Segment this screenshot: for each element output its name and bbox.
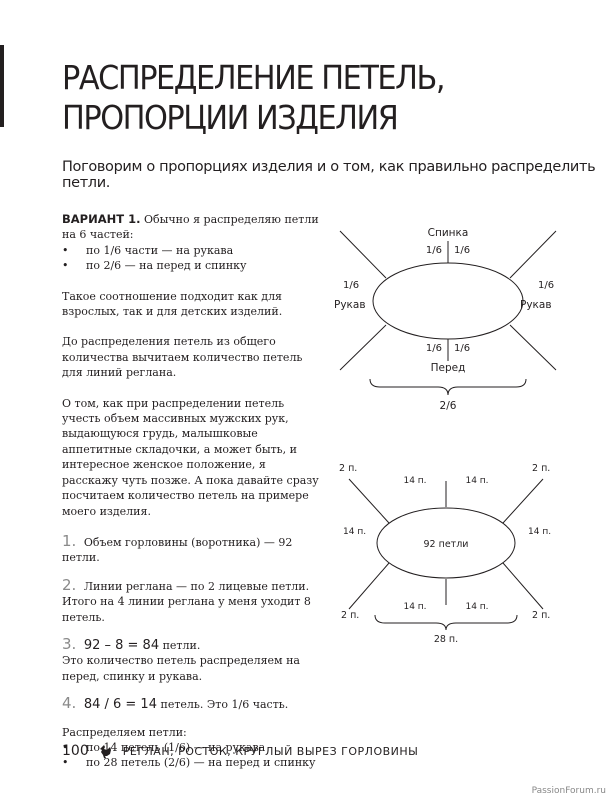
label-part: 14 п. (403, 602, 426, 612)
step-number: 2. (62, 575, 77, 594)
raglan-line (339, 324, 387, 371)
step-text: Это количество петель распределяем на пе… (62, 654, 300, 683)
step-formula: 84 / 6 = 14 (83, 697, 157, 713)
neckline-ellipse (372, 262, 524, 340)
paragraph: Такое соотношение подходит как для взрос… (62, 289, 283, 319)
label-sixth: 1/6 (454, 343, 470, 354)
distribute-list: по 14 петель (1/6) — на рукава по 28 пет… (62, 740, 324, 771)
raglan-line (339, 230, 387, 279)
step-text: Линии реглана — по 2 лицевые петли. Итог… (62, 579, 311, 624)
label-sixth: 1/6 (426, 343, 442, 354)
label-part: 14 п. (343, 527, 366, 537)
rooster-icon (99, 745, 111, 758)
label-sixth: 1/6 (454, 245, 470, 256)
list-item: по 2/6 — на перед и спинку (62, 258, 324, 274)
step-4: 4. 84 / 6 = 14 петель. Это 1/6 часть. (62, 694, 324, 713)
label-sixth: 1/6 (426, 245, 442, 256)
step-number: 3. (62, 634, 77, 653)
label-back: Спинка (428, 227, 469, 239)
list-item: по 28 петель (2/6) — на перед и спинку (62, 755, 324, 771)
step-rest: петель. Это 1/6 часть. (160, 698, 289, 712)
variant-intro: ВАРИАНТ 1. Обычно я распределяю петли на… (62, 212, 324, 243)
lead-text: Поговорим о пропорциях изделия и о том, … (62, 159, 596, 191)
label-sixth: 1/6 (343, 280, 359, 291)
raglan-line (348, 562, 390, 610)
list-item: по 1/6 части — на рукава (62, 243, 324, 259)
label-raglan: 2 п. (339, 463, 357, 474)
label-part: 14 п. (465, 602, 488, 612)
page-footer: 100 РЕГЛАН, РОСТОК, КРУГЛЫЙ ВЫРЕЗ ГОРЛОВ… (62, 743, 418, 759)
label-sleeve-right: Рукав (520, 299, 552, 311)
label-part: 14 п. (465, 476, 488, 486)
label-part: 14 п. (528, 527, 551, 537)
label-sixth: 1/6 (538, 280, 554, 291)
title-line-1: РАСПРЕДЕЛЕНИЕ ПЕТЕЛЬ, (62, 58, 446, 97)
step-1: 1. Объем горловины (воротника) — 92 петл… (62, 531, 324, 566)
chapter-title: РЕГЛАН, РОСТОК, КРУГЛЫЙ ВЫРЕЗ ГОРЛОВИНЫ (122, 744, 419, 758)
label-front: Перед (431, 362, 466, 374)
page-title: РАСПРЕДЕЛЕНИЕ ПЕТЕЛЬ, ПРОПОРЦИИ ИЗДЕЛИЯ (62, 58, 522, 138)
variant-heading: ВАРИАНТ 1. (62, 212, 141, 226)
label-raglan: 2 п. (341, 610, 359, 621)
step-number: 1. (62, 531, 77, 550)
label-raglan: 2 п. (532, 610, 550, 621)
title-line-2: ПРОПОРЦИИ ИЗДЕЛИЯ (62, 98, 399, 137)
label-raglan: 2 п. (532, 463, 550, 474)
step-number: 4. (62, 694, 77, 713)
paragraph: О том, как при распределении петель учес… (62, 396, 319, 518)
raglan-line (509, 324, 557, 371)
body-column: ВАРИАНТ 1. Обычно я распределяю петли на… (62, 212, 324, 771)
page-edge-bar (0, 45, 4, 127)
variant-intro-text: Обычно я распределяю петли на 6 частей: (62, 213, 319, 242)
step-rest: петли. (162, 638, 201, 652)
neckline-ellipse (376, 507, 516, 579)
page-number: 100 (62, 743, 89, 759)
label-part: 14 п. (403, 476, 426, 486)
raglan-line (502, 562, 544, 610)
label-sleeve-left: Рукав (334, 299, 366, 311)
step-3: 3. 92 – 8 = 84 петли. Это количество пет… (62, 634, 324, 684)
bracket (374, 614, 518, 631)
label-total: 2/6 (440, 400, 457, 412)
label-total: 28 п. (434, 634, 458, 645)
raglan-line (509, 230, 557, 279)
step-2: 2. Линии реглана — по 2 лицевые петли. И… (62, 575, 324, 625)
variant-list: по 1/6 части — на рукава по 2/6 — на пер… (62, 243, 324, 274)
watermark: PassionForum.ru (531, 786, 606, 796)
distribute-heading: Распределяем петли: (62, 725, 187, 739)
list-item: по 14 петель (1/6) — на рукава (62, 740, 324, 756)
step-formula: 92 – 8 = 84 (83, 637, 160, 653)
stitch-count-diagram: 2 п. 14 п. 14 п. 2 п. 14 п. 92 петли 14 … (339, 463, 551, 645)
proportion-diagram: Спинка 1/6 1/6 1/6 Рукав 1/6 Рукав 1/6 1… (334, 227, 557, 412)
label-center: 92 петли (424, 539, 469, 550)
paragraph: До распределения петель из общего количе… (62, 335, 303, 380)
step-text: Объем горловины (воротника) — 92 петли. (62, 535, 293, 565)
raglan-line (502, 478, 544, 524)
raglan-line (348, 478, 390, 524)
bracket (369, 378, 527, 396)
